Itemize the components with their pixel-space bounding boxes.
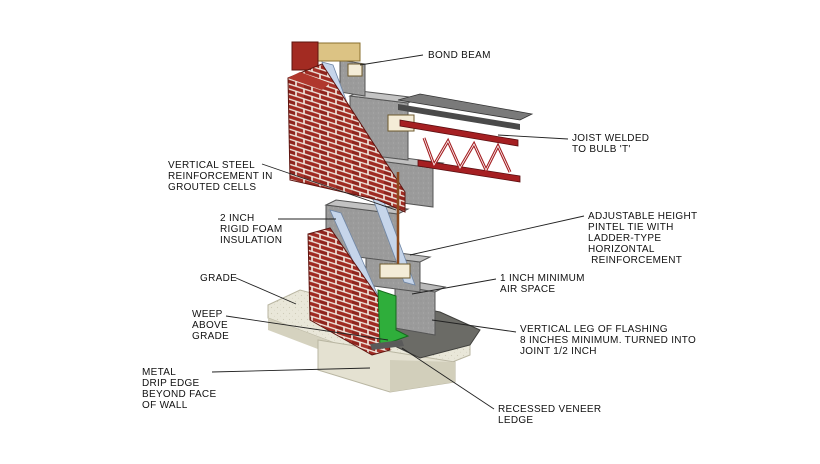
label-weep-line-1: WEEP: [192, 309, 223, 320]
label-veneer-ledge-line-2: LEDGE: [498, 415, 534, 426]
label-flashing-line-1: VERTICAL LEG OF FLASHING: [520, 324, 668, 335]
leader-drip-edge: [211, 367, 371, 373]
metal-drip-edge: [370, 340, 404, 350]
label-bond-beam: BOND BEAM: [428, 50, 491, 61]
label-rigid-foam-line-2: RIGID FOAM: [220, 224, 283, 235]
leader-lines: [211, 54, 585, 410]
label-pintel-tie-line-4: HORIZONTAL: [588, 244, 655, 255]
label-drip-edge-line-4: OF WALL: [142, 400, 188, 411]
label-joist: JOIST WELDED TO BULB 'T': [572, 133, 649, 155]
label-flashing-line-3: JOINT 1/2 INCH: [520, 346, 597, 357]
leader-air-space: [411, 278, 497, 295]
label-air-space-line-1: 1 INCH MINIMUM: [500, 273, 585, 284]
brick-veneer-lower: [307, 227, 391, 356]
label-veneer-ledge-line-1: RECESSED VENEER: [498, 404, 602, 415]
leader-flashing: [431, 319, 517, 333]
label-grade-line-1: GRADE: [200, 273, 238, 284]
label-drip-edge: METAL DRIP EDGE BEYOND FACE OF WALL: [142, 367, 216, 411]
label-pintel-tie: ADJUSTABLE HEIGHT PINTEL TIE WITH LADDER…: [588, 211, 697, 266]
label-vertical-steel: VERTICAL STEEL REINFORCEMENT IN GROUTED …: [168, 160, 273, 193]
flashing: [377, 289, 410, 347]
label-joist-line-2: TO BULB 'T': [572, 144, 631, 155]
label-bond-beam-line-1: BOND BEAM: [428, 50, 491, 61]
label-grade: GRADE: [200, 273, 237, 284]
label-rigid-foam-line-1: 2 INCH: [220, 213, 255, 224]
leader-vertical-steel: [261, 163, 397, 211]
label-flashing: VERTICAL LEG OF FLASHING 8 INCHES MINIMU…: [520, 324, 696, 357]
label-pintel-tie-line-5: REINFORCEMENT: [588, 255, 683, 266]
label-joist-line-1: JOIST WELDED: [572, 133, 650, 144]
label-pintel-tie-line-2: PINTEL TIE WITH: [588, 222, 674, 233]
label-drip-edge-line-1: METAL: [142, 367, 177, 378]
label-air-space: 1 INCH MINIMUM AIR SPACE: [500, 273, 585, 295]
label-pintel-tie-line-3: LADDER-TYPE: [588, 233, 662, 244]
label-air-space-line-2: AIR SPACE: [500, 284, 556, 295]
steel-joist: [397, 93, 534, 183]
label-drip-edge-line-2: DRIP EDGE: [142, 378, 200, 389]
label-weep: WEEP ABOVE GRADE: [192, 309, 229, 342]
label-pintel-tie-line-1: ADJUSTABLE HEIGHT: [588, 211, 698, 222]
leader-grade: [235, 277, 297, 305]
label-rigid-foam-line-3: INSULATION: [220, 235, 283, 246]
label-vertical-steel-line-3: GROUTED CELLS: [168, 182, 257, 193]
leader-joist: [497, 134, 569, 140]
label-flashing-line-2: 8 INCHES MINIMUM. TURNED INTO: [520, 335, 697, 346]
label-vertical-steel-line-2: REINFORCEMENT IN: [168, 171, 273, 182]
brick-veneer-upper: [287, 63, 406, 213]
label-veneer-ledge: RECESSED VENEER LEDGE: [498, 404, 601, 426]
leader-pintel-tie: [409, 215, 585, 256]
leader-bond-beam: [359, 54, 424, 66]
footing: [317, 339, 456, 393]
leader-weep: [225, 315, 389, 341]
label-weep-line-2: ABOVE: [192, 320, 228, 331]
label-weep-line-3: GRADE: [192, 331, 230, 342]
label-vertical-steel-line-1: VERTICAL STEEL: [168, 160, 256, 171]
leader-veneer-ledge: [401, 347, 495, 410]
label-rigid-foam: 2 INCH RIGID FOAM INSULATION: [220, 213, 282, 246]
label-drip-edge-line-3: BEYOND FACE: [142, 389, 217, 400]
